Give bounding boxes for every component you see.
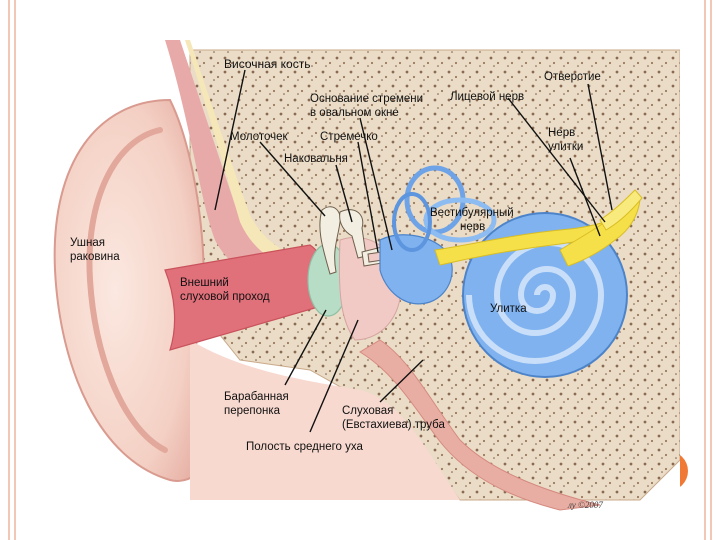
label-incus: Наковальня <box>284 153 348 165</box>
label-stapes: Стремечко <box>320 131 378 143</box>
frame-line-left-outer <box>8 0 10 540</box>
label-opening: Отверстие <box>544 71 601 83</box>
label-vestibular-nerve-2: нерв <box>460 221 485 233</box>
artist-signature: лу ©2007 <box>567 500 603 510</box>
label-vestibular-nerve-1: Вестибулярный <box>430 207 514 219</box>
label-cochlear-nerve-1: Нерв <box>548 127 575 139</box>
frame-line-left-inner <box>14 0 16 540</box>
label-facial-nerve: Лицевой нерв <box>450 91 524 103</box>
label-stapes-base-1: Основание стремени <box>310 93 423 105</box>
label-middle-ear: Полость среднего уха <box>246 441 363 453</box>
label-ear-canal-1: Внешний <box>180 277 229 289</box>
label-eardrum-2: перепонка <box>224 405 281 417</box>
frame-line-right-inner <box>704 0 706 540</box>
label-eardrum-1: Барабанная <box>224 391 289 403</box>
label-cochlea: Улитка <box>490 303 527 315</box>
label-temporal-bone: Височная кость <box>224 57 310 71</box>
frame-line-right-outer <box>710 0 712 540</box>
ear-anatomy-illustration: Височная кость Основание стремени в овал… <box>40 40 680 520</box>
label-ear-canal-2: слуховой проход <box>180 291 270 303</box>
label-eustachian-2: (Евстахиева) труба <box>342 419 445 431</box>
label-auricle-2: раковина <box>70 251 120 263</box>
label-malleus: Молоточек <box>230 131 289 143</box>
label-cochlear-nerve-2: улитки <box>548 141 583 153</box>
ear-anatomy-svg: Височная кость Основание стремени в овал… <box>40 40 680 520</box>
label-eustachian-1: Слуховая <box>342 405 393 417</box>
label-stapes-base-2: в овальном окне <box>310 107 399 119</box>
label-auricle-1: Ушная <box>70 237 105 249</box>
